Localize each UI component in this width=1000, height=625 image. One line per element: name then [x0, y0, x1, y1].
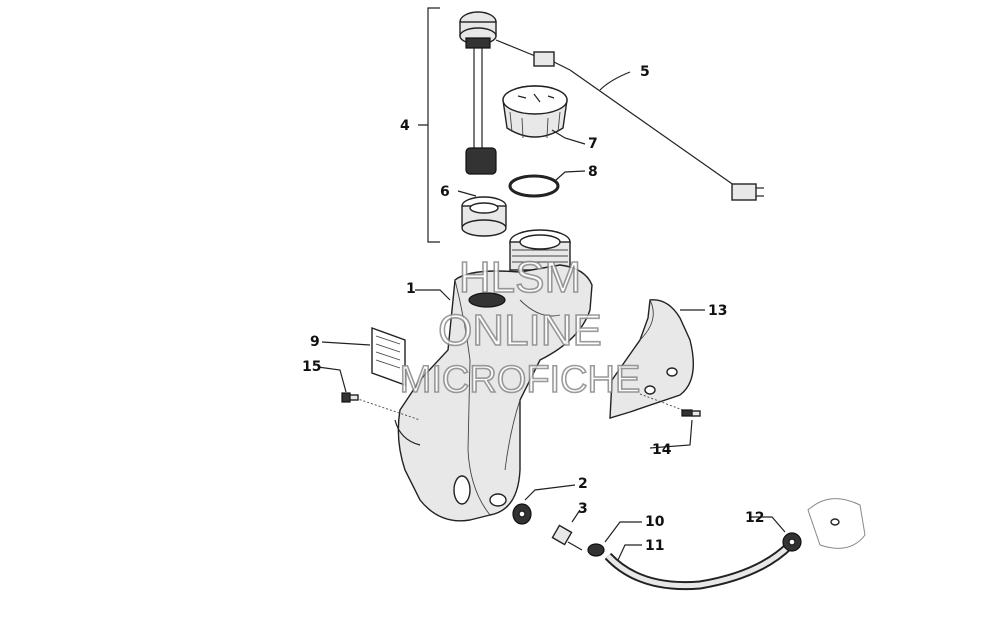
part-shield-screw	[639, 393, 701, 417]
callout-3: 3	[578, 501, 588, 517]
callout-8: 8	[588, 164, 598, 180]
callout-11: 11	[645, 538, 664, 554]
part-hose-grommet	[782, 498, 866, 552]
part-decal-screw	[341, 392, 421, 421]
part-heat-shield	[609, 299, 694, 419]
callout-1: 1	[406, 281, 416, 297]
part-outlet-grommet	[512, 503, 532, 525]
watermark-line-1: HLSM	[459, 253, 581, 302]
callout-14: 14	[652, 442, 672, 458]
part-warning-decal	[371, 327, 406, 386]
watermark-line-3: MICROFICHE	[400, 359, 641, 401]
part-outlet-fitting	[551, 524, 583, 551]
callout-7: 7	[588, 136, 598, 152]
part-hose-clamp	[587, 543, 605, 557]
part-sender-grommet	[461, 196, 507, 237]
part-fuel-cap	[502, 85, 568, 139]
part-wire-harness	[569, 69, 764, 201]
callout-2: 2	[578, 476, 588, 492]
group-bracket-4	[418, 7, 440, 243]
callout-4: 4	[400, 118, 410, 134]
part-fuel-tank	[394, 264, 593, 522]
callout-9: 9	[310, 334, 320, 350]
callout-15: 15	[302, 359, 321, 375]
leader-lines	[317, 71, 786, 561]
part-cap-gasket	[508, 174, 560, 198]
callout-12: 12	[745, 510, 764, 526]
callout-10: 10	[645, 514, 665, 530]
watermark-line-2: ONLINE	[438, 306, 602, 355]
callout-6: 6	[440, 184, 450, 200]
callout-13: 13	[708, 303, 727, 319]
part-fuel-gauge-sender	[459, 11, 571, 175]
callout-5: 5	[640, 64, 650, 80]
